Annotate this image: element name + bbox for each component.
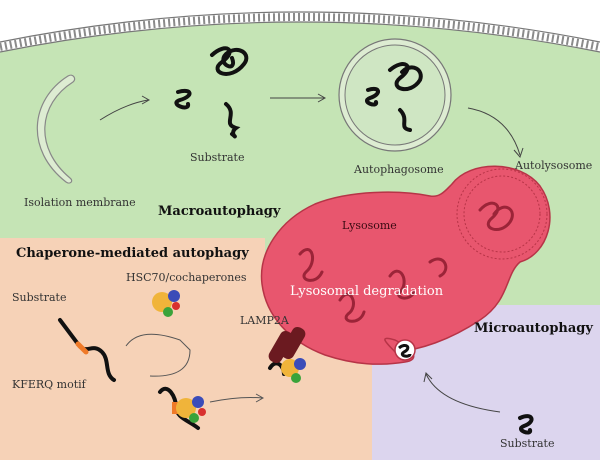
micro-arrow (423, 372, 501, 413)
cma-substrate-unbound (58, 318, 116, 382)
autophagosome-shape (338, 38, 452, 152)
lysosome-label: Lysosome (342, 219, 397, 232)
autolysosome-label: Autolysosome (515, 159, 593, 172)
microautophagy-title: Microautophagy (474, 321, 593, 336)
macro-substrate-label: Substrate (190, 151, 245, 164)
cma-substrate-label: Substrate (12, 291, 67, 304)
lysosomal-degradation-label: Lysosomal degradation (290, 284, 444, 299)
cma-title: Chaperone-mediated autophagy (16, 246, 249, 261)
micro-invagination (394, 339, 416, 361)
cma-region (0, 238, 372, 460)
hsc70-label: HSC70/cochaperones (126, 271, 247, 284)
micro-substrate-label: Substrate (500, 437, 555, 450)
lamp2a-complex (268, 326, 306, 383)
macro-substrate-cluster (174, 46, 249, 139)
autophagosome-label: Autophagosome (354, 163, 444, 176)
micro-substrate (518, 414, 534, 435)
membrane-bilayer-outer (0, 11, 600, 43)
cell-membrane (0, 0, 600, 52)
membrane-bilayer-inner (0, 21, 600, 53)
kferq-label: KFERQ motif (12, 378, 86, 391)
cma-arrows (125, 333, 265, 403)
isolation-membrane-shape (36, 74, 76, 184)
cma-complex (158, 386, 206, 430)
macroautophagy-title: Macroautophagy (158, 204, 281, 219)
lamp2a-label: LAMP2A (240, 314, 289, 327)
isolation-membrane-label: Isolation membrane (24, 196, 136, 209)
cma-chaperone-free (152, 290, 180, 317)
macro-arrows (99, 93, 524, 158)
membrane-heads (0, 13, 600, 51)
autophagosome-substrate (365, 62, 423, 132)
degrading-substrate (298, 201, 514, 323)
